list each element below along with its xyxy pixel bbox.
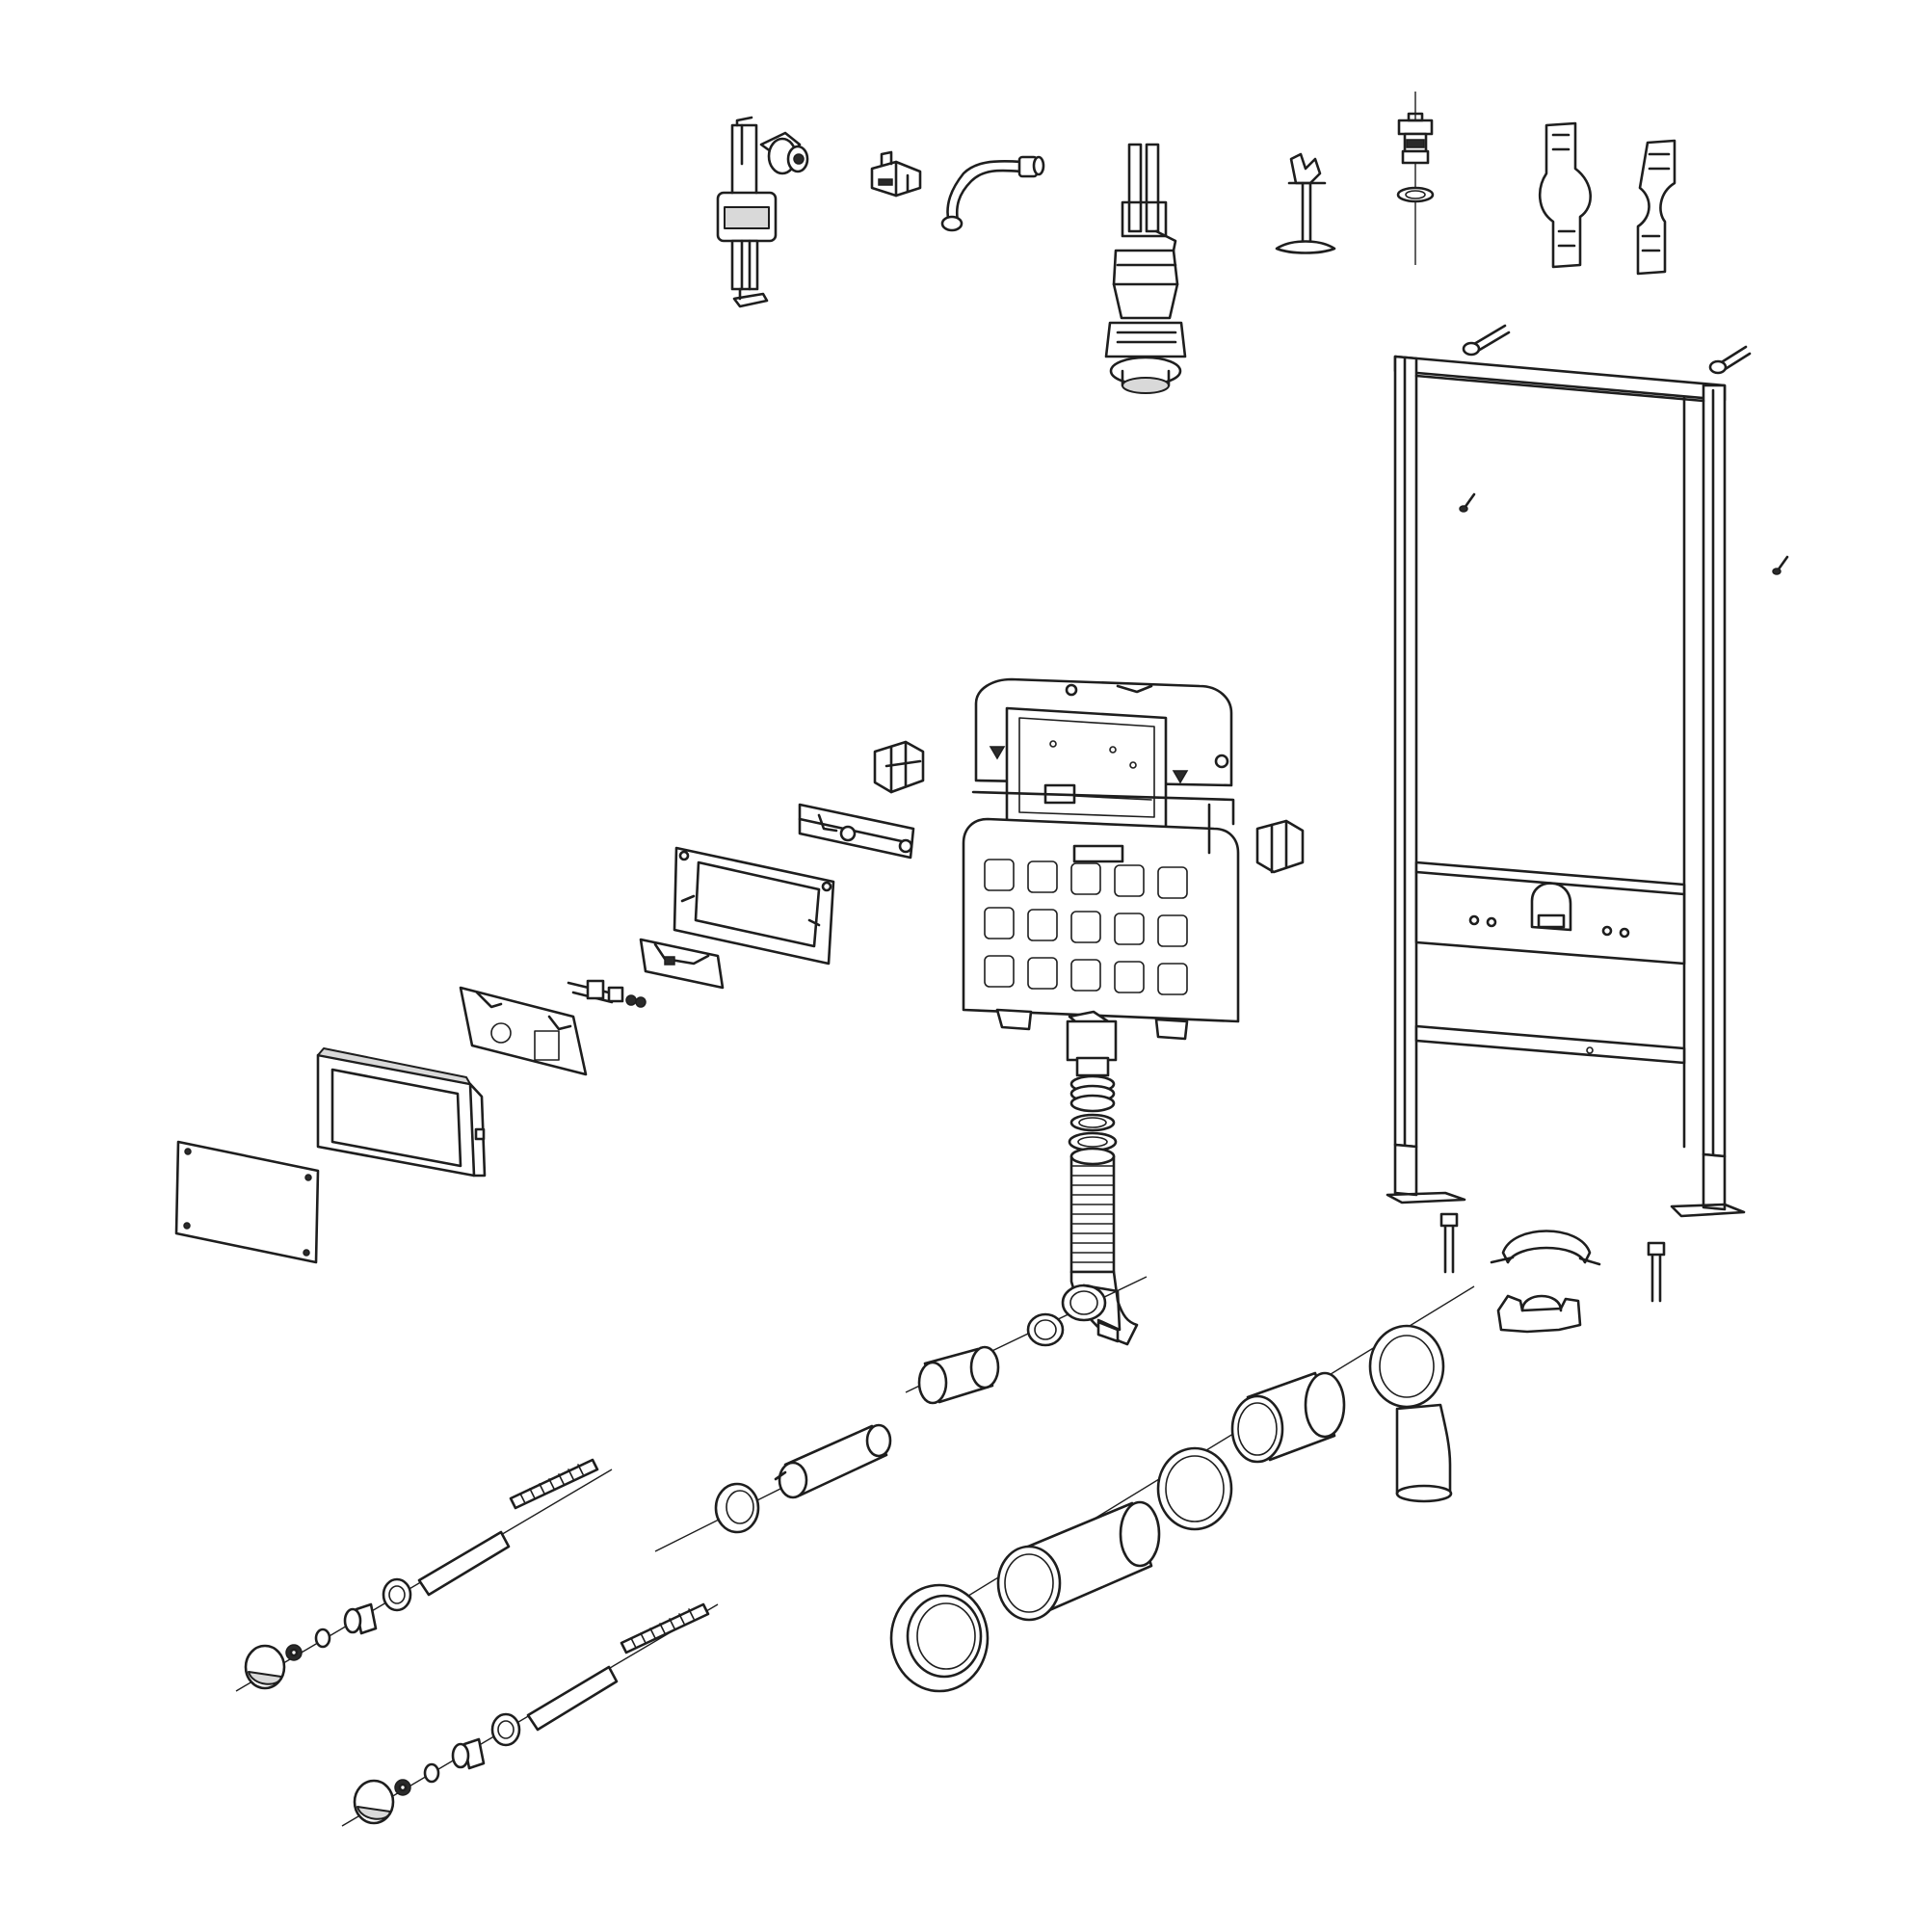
mounting-frame bbox=[1386, 324, 1789, 1218]
flush-pipe-sleeve bbox=[917, 1345, 1000, 1405]
cistern-tank bbox=[962, 677, 1240, 1062]
flush-pipe-gasket bbox=[1026, 1312, 1065, 1347]
flush-plate-box bbox=[316, 1047, 487, 1178]
cistern-clip bbox=[870, 150, 922, 198]
cistern-grid bbox=[984, 859, 1188, 995]
fill-valve bbox=[716, 116, 809, 308]
actuator-lever bbox=[1275, 152, 1336, 254]
inlet-connector bbox=[1396, 92, 1435, 265]
flush-pipe-nut bbox=[654, 1482, 781, 1552]
cistern-side-clip-right bbox=[1255, 819, 1305, 874]
cistern-mount-plate bbox=[798, 803, 915, 860]
supply-hose bbox=[940, 155, 1045, 232]
flush-pipe-elbow bbox=[905, 1276, 1148, 1393]
flush-plate-backplate bbox=[459, 986, 588, 1076]
wall-bracket-left bbox=[1539, 121, 1592, 269]
flush-plate-cover bbox=[174, 1140, 320, 1264]
anchor-bolt-set-lower bbox=[341, 1602, 719, 1827]
cistern-outlet-assembly bbox=[1068, 1056, 1118, 1152]
waste-pipe-assembly bbox=[889, 1212, 1666, 1693]
flush-pipe-tube bbox=[774, 1423, 892, 1499]
flush-plate-frame bbox=[673, 846, 835, 966]
cistern-side-clip-top bbox=[873, 740, 925, 794]
flush-valve bbox=[1104, 143, 1187, 394]
actuator-mechanism bbox=[567, 938, 725, 1008]
anchor-bolt-set-upper bbox=[235, 1458, 613, 1692]
wall-bracket-right bbox=[1636, 139, 1676, 276]
